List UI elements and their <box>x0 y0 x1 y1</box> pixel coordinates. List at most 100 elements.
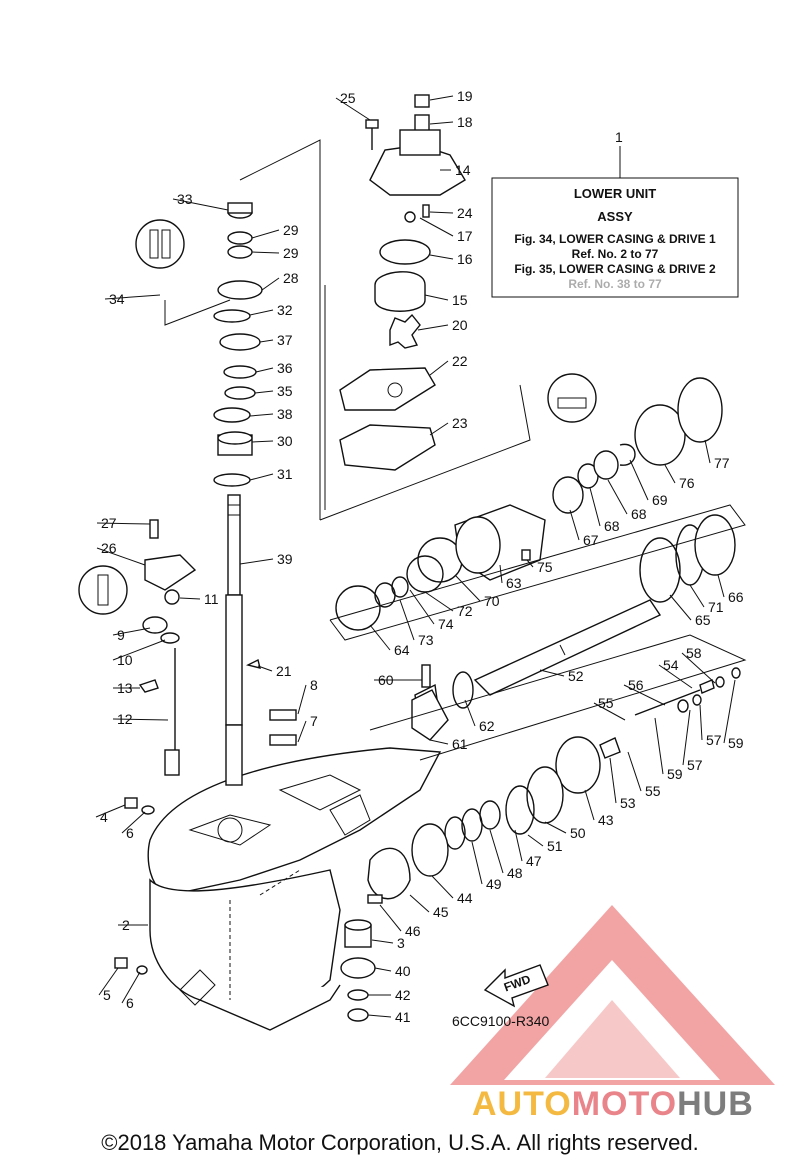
leader-line <box>112 718 169 721</box>
part-number-label: 3 <box>397 935 405 951</box>
leader-line <box>112 627 151 636</box>
leader-line <box>379 904 402 932</box>
part-number-label: 35 <box>277 383 293 399</box>
propeller-shaft-group <box>335 377 736 732</box>
leader-line <box>417 324 449 331</box>
leader-line <box>424 591 454 612</box>
group-outlines <box>164 139 747 761</box>
leader-line <box>409 589 435 625</box>
leader-line <box>607 479 628 515</box>
leader-line <box>723 679 736 744</box>
leader-line <box>96 547 146 566</box>
part-number-label: 28 <box>283 270 299 286</box>
info-box: 1 LOWER UNIT ASSY Fig. 34, LOWER CASING … <box>491 129 739 298</box>
leader-line <box>654 717 664 775</box>
part-number-label: 4 <box>100 809 108 825</box>
leader-line <box>96 522 151 525</box>
leader-line <box>251 440 274 443</box>
part-number-label: 45 <box>433 904 449 920</box>
info-box-line3: Fig. 35, LOWER CASING & DRIVE 2 <box>514 262 716 276</box>
leader-line <box>681 652 716 684</box>
leader-line <box>239 558 274 565</box>
part-number-label: 62 <box>479 718 495 734</box>
part-number-label: 59 <box>667 766 683 782</box>
leader-line <box>429 360 449 376</box>
leader-line <box>527 834 544 847</box>
leader-line <box>717 574 725 598</box>
forward-gear-parts <box>367 664 741 904</box>
leader-line <box>249 473 274 481</box>
part-number-label: 59 <box>728 735 744 751</box>
part-number-label: 5 <box>103 987 111 1003</box>
leader-line <box>399 599 415 641</box>
leader-line <box>104 294 161 300</box>
water-pump-parts <box>339 94 466 471</box>
watermark-part3: HUB <box>677 1085 754 1123</box>
info-box-line1: Fig. 34, LOWER CASING & DRIVE 1 <box>514 232 716 246</box>
leader-line <box>431 875 454 899</box>
fwd-arrow-icon: FWD <box>483 964 549 1008</box>
leader-line <box>664 464 676 484</box>
part-number-label: 76 <box>679 475 695 491</box>
part-number-label: 74 <box>438 616 454 632</box>
part-number-label: 23 <box>452 415 468 431</box>
part-number-label: 29 <box>283 222 299 238</box>
part-number-label: 63 <box>506 575 522 591</box>
leader-line <box>371 939 394 944</box>
part-number-label: 29 <box>283 245 299 261</box>
part-number-label: 77 <box>714 455 730 471</box>
leader-line <box>658 664 693 689</box>
upper-seals-stack <box>213 202 263 487</box>
part-number-label: 65 <box>695 612 711 628</box>
leader-line <box>584 789 595 821</box>
leader-line <box>544 821 567 834</box>
copyright-notice: ©2018 Yamaha Motor Corporation, U.S.A. A… <box>101 1130 699 1155</box>
inset-circles <box>78 219 597 615</box>
part-number-label: 21 <box>276 663 292 679</box>
part-number-label: 6 <box>126 995 134 1011</box>
leader-line <box>499 564 503 584</box>
part-number-label: 48 <box>507 865 523 881</box>
shift-rod-parts <box>114 519 297 975</box>
part-number-label: 6 <box>126 825 134 841</box>
leader-line <box>526 559 534 568</box>
part-number-label: 70 <box>484 593 500 609</box>
leader-line <box>121 811 146 834</box>
part-number-label: 10 <box>117 652 133 668</box>
info-box-number: 1 <box>615 129 623 145</box>
info-box-line4: Ref. No. 38 to 77 <box>568 277 662 291</box>
leader-line <box>179 597 201 600</box>
part-number-label: 30 <box>277 433 293 449</box>
leader-line <box>409 894 430 913</box>
leader-line <box>623 684 666 706</box>
part-number-label: 56 <box>628 677 644 693</box>
leader-line <box>429 211 454 214</box>
part-number-label: 53 <box>620 795 636 811</box>
part-number-label: 49 <box>486 876 502 892</box>
part-number-label: 19 <box>457 88 473 104</box>
leader-line <box>471 841 483 885</box>
part-number-label: 42 <box>395 987 411 1003</box>
part-number-label: 66 <box>728 589 744 605</box>
part-number-label: 75 <box>537 559 553 575</box>
part-number-label: 38 <box>277 406 293 422</box>
leader-line <box>335 97 371 121</box>
watermark-logo-triangle <box>450 905 775 1085</box>
leader-line <box>172 198 229 211</box>
leader-line <box>424 294 449 301</box>
part-number-label: 2 <box>122 917 130 933</box>
lower-casing-part <box>147 747 442 1031</box>
part-number-label: 47 <box>526 853 542 869</box>
part-number-label: 17 <box>457 228 473 244</box>
part-number-label: 26 <box>101 540 117 556</box>
leader-line <box>569 509 580 541</box>
leader-line <box>429 739 449 745</box>
part-number-label: 46 <box>405 923 421 939</box>
leader-line <box>454 574 481 602</box>
part-number-label: 11 <box>204 591 219 607</box>
part-number-label: 67 <box>583 532 599 548</box>
part-number-label: 18 <box>457 114 473 130</box>
leader-line <box>121 971 141 1004</box>
part-labels: 2345667891011121314151617181920212223242… <box>95 88 744 1025</box>
